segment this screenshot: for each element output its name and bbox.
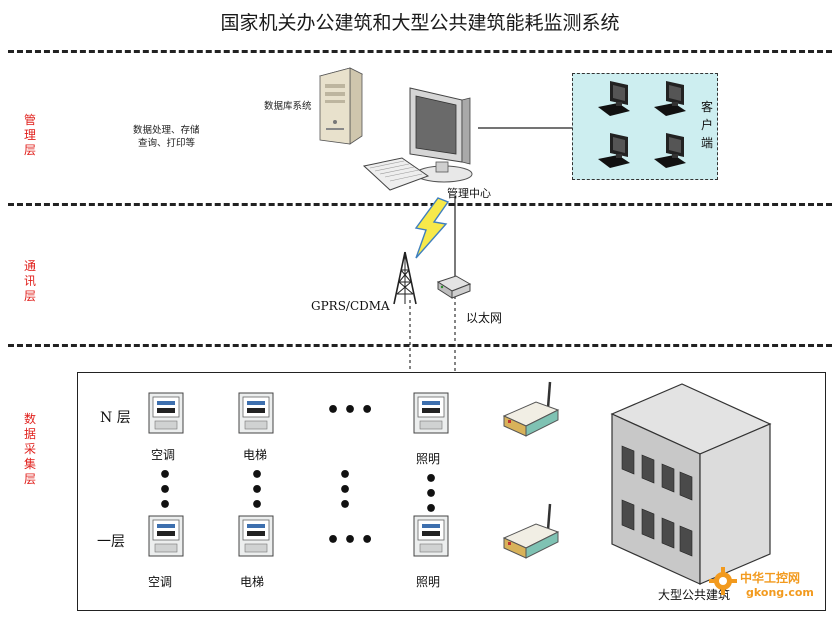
layer-label-collection: 数据采集层	[23, 412, 36, 486]
meter-label-ac: 空调	[148, 575, 173, 589]
router-icon	[436, 275, 472, 299]
radio-tower-icon	[393, 251, 417, 305]
more-floors-ellipsis: •••	[424, 467, 439, 522]
client-computer-icon	[654, 133, 686, 168]
energy-meter-icon	[148, 515, 184, 557]
ethernet-label: 以太网	[466, 311, 503, 325]
watermark-brand: 中华工控网	[740, 571, 801, 585]
database-server-icon	[318, 67, 364, 145]
energy-meter-icon	[148, 392, 184, 434]
more-floors-ellipsis: •••	[250, 463, 265, 518]
separator-management-communication	[8, 203, 832, 206]
building-icon	[610, 383, 772, 585]
database-label: 数据库系统	[264, 101, 312, 112]
monitor-icon	[409, 87, 473, 183]
data-collector-icon	[502, 503, 560, 559]
energy-meter-icon	[238, 515, 274, 557]
more-meters-ellipsis: •••	[326, 398, 378, 423]
functions-line-1: 数据处理、存储	[133, 125, 200, 136]
meter-label-elevator: 电梯	[240, 575, 265, 589]
client-computer-icon	[598, 81, 630, 116]
meter-label-ac: 空调	[151, 448, 176, 462]
management-center-label: 管理中心	[447, 187, 491, 200]
separator-top	[8, 50, 832, 53]
energy-meter-icon	[413, 515, 449, 557]
client-label: 客户端	[701, 100, 714, 150]
functions-line-2: 查询、打印等	[138, 138, 196, 149]
floor-label-n: N 层	[100, 410, 131, 426]
diagram-title: 国家机关办公建筑和大型公共建筑能耗监测系统	[220, 12, 620, 34]
more-floors-ellipsis: •••	[158, 463, 173, 518]
wireless-signal-icon	[414, 197, 450, 259]
data-collector-icon	[502, 381, 560, 437]
client-area	[572, 73, 718, 180]
layer-label-management: 管理层	[23, 113, 36, 157]
gprs-cdma-label: GPRS/CDMA	[311, 299, 390, 313]
watermark-url: gkong.com	[746, 586, 814, 599]
layer-label-communication: 通讯层	[23, 259, 36, 303]
building-label: 大型公共建筑	[658, 588, 731, 602]
client-computer-icon	[598, 133, 630, 168]
more-meters-ellipsis: •••	[326, 528, 378, 553]
energy-meter-icon	[238, 392, 274, 434]
energy-meter-icon	[413, 392, 449, 434]
meter-label-lighting: 照明	[416, 452, 441, 466]
more-floors-ellipsis: •••	[338, 463, 353, 518]
client-computer-icon	[654, 81, 686, 116]
gear-logo-icon	[709, 567, 737, 595]
meter-label-elevator: 电梯	[243, 448, 268, 462]
separator-communication-collection	[8, 344, 832, 347]
keyboard-icon	[362, 157, 430, 191]
floor-label-first: 一层	[97, 534, 125, 550]
meter-label-lighting: 照明	[416, 575, 441, 589]
